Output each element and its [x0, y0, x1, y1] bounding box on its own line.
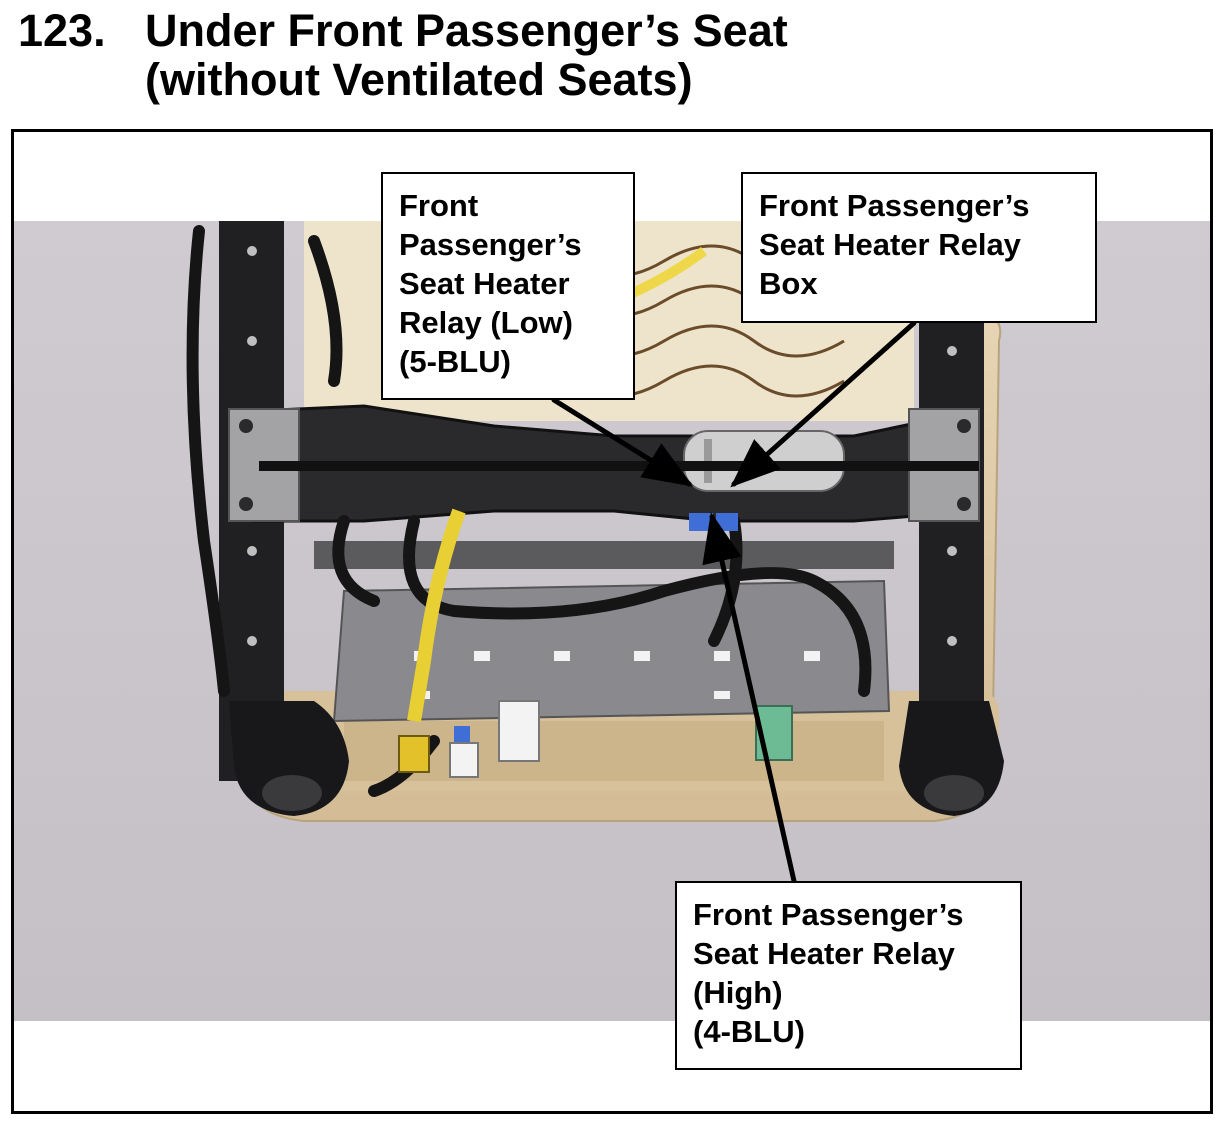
heading-subtitle: (without Ventilated Seats): [145, 54, 693, 105]
callout-line: Front Passenger’s: [693, 897, 964, 932]
callout-line: Box: [759, 266, 818, 301]
callout-line: (5-BLU): [399, 344, 511, 379]
figure-frame: Front Passenger’s Seat Heater Relay (Low…: [11, 129, 1213, 1114]
callout-line: Passenger’s: [399, 227, 582, 262]
callout-line: Seat Heater: [399, 266, 570, 301]
callout-relay-high: Front Passenger’s Seat Heater Relay (Hig…: [675, 881, 1022, 1070]
callout-line: (High): [693, 975, 783, 1010]
callout-line: Front Passenger’s: [759, 188, 1030, 223]
callout-line: (4-BLU): [693, 1014, 805, 1049]
callout-line: Seat Heater Relay: [693, 936, 955, 971]
callout-line: Seat Heater Relay: [759, 227, 1021, 262]
callout-relay-box: Front Passenger’s Seat Heater Relay Box: [741, 172, 1097, 323]
callout-relay-low: Front Passenger’s Seat Heater Relay (Low…: [381, 172, 635, 400]
callout-line: Front: [399, 188, 479, 223]
heading-title: Under Front Passenger’s Seat: [145, 5, 788, 56]
heading-number: 123.: [18, 5, 106, 56]
callout-line: Relay (Low): [399, 305, 573, 340]
